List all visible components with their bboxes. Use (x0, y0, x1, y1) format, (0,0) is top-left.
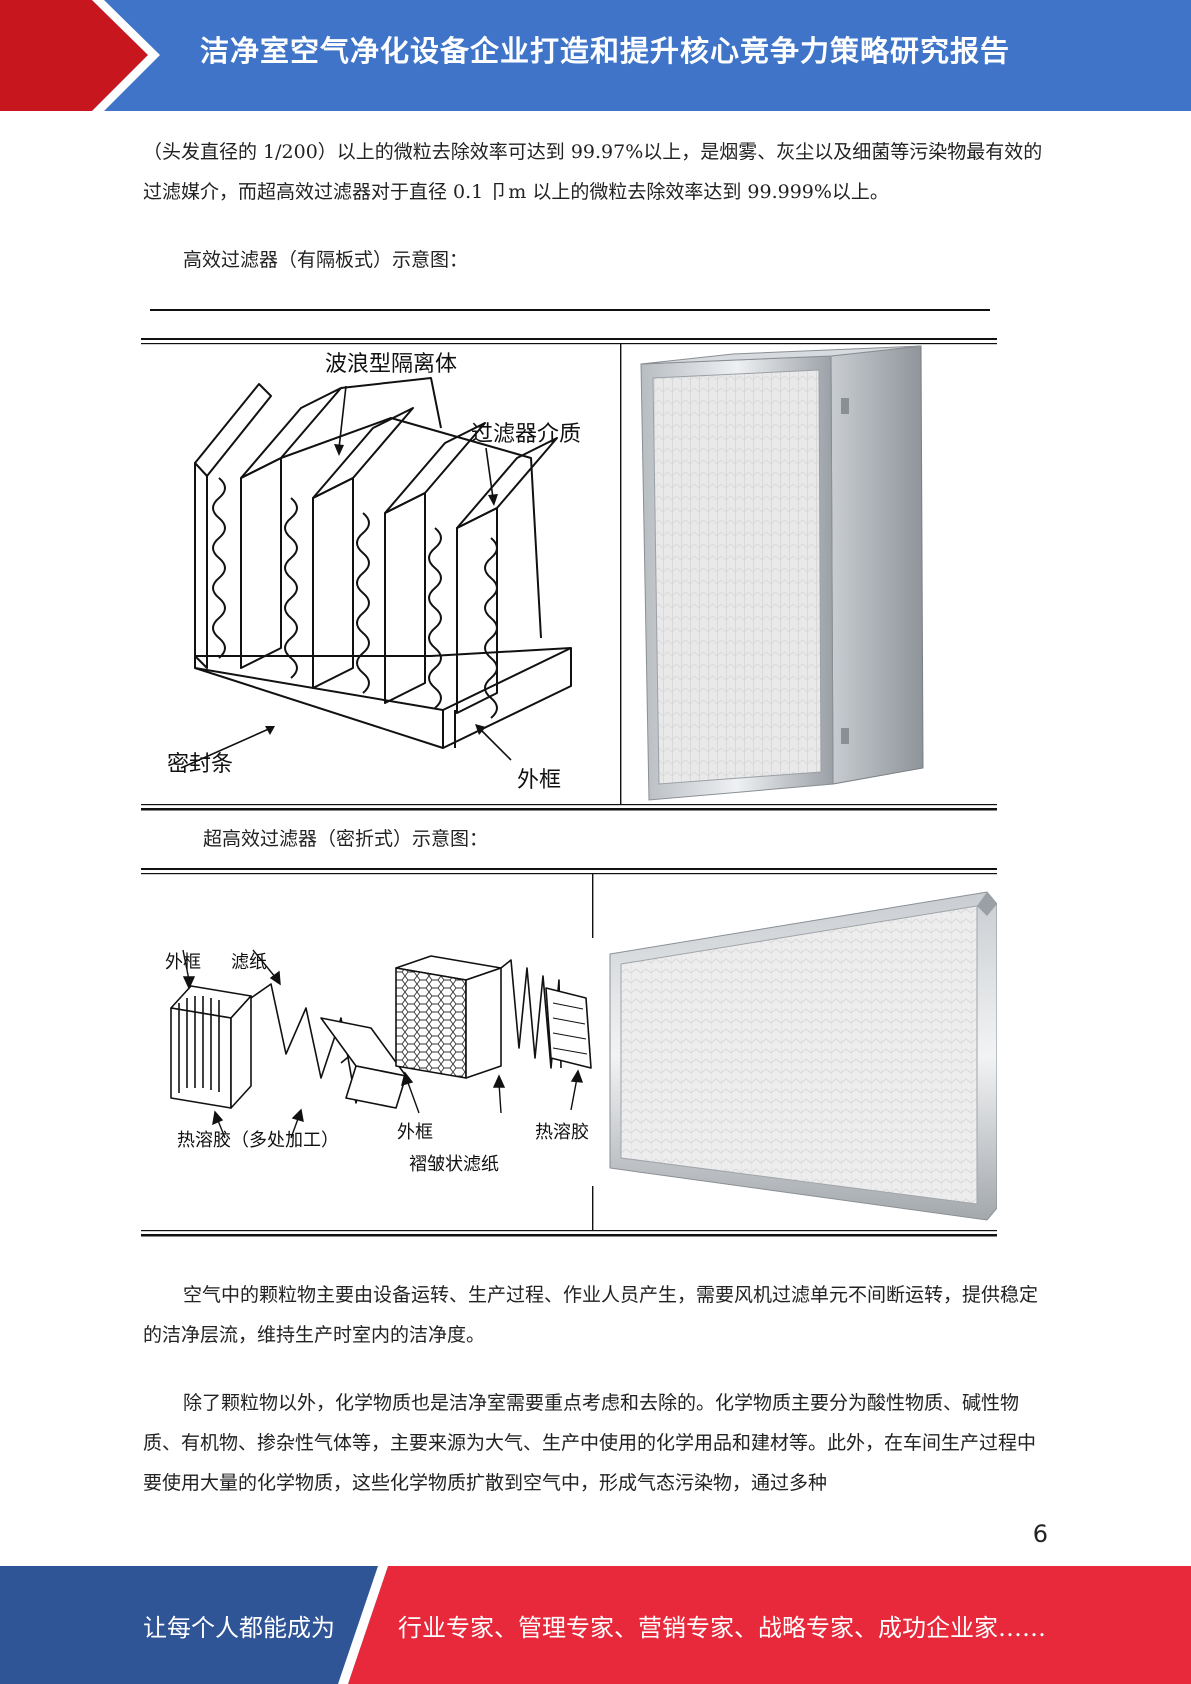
page-number: 6 (1032, 1520, 1048, 1548)
label-outer-frame: 外框 (517, 768, 562, 793)
label-seal-strip: 密封条 (167, 752, 234, 777)
label-outer-frame-a: 外框 (165, 952, 201, 973)
figure2-drawing (141, 868, 997, 1237)
filter-photo-box (640, 345, 924, 801)
report-title: 洁净室空气净化设备企业打造和提升核心竞争力策略研究报告 (200, 34, 1011, 68)
figure1-drawing (141, 338, 997, 811)
figure2-caption: 超高效过滤器（密折式）示意图： (203, 828, 489, 850)
footer-slogan-left: 让每个人都能成为 (143, 1614, 335, 1642)
paragraph-chemical-substances: 除了颗粒物以外，化学物质也是洁净室需要重点考虑和去除的。化学物质主要分为酸性物质… (143, 1392, 1037, 1494)
label-outer-frame-b: 外框 (397, 1122, 433, 1143)
figure1-caption: 高效过滤器（有隔板式）示意图： (183, 249, 469, 271)
label-pleated-filter-paper: 褶皱状滤纸 (409, 1154, 499, 1175)
footer-background (0, 1566, 1191, 1684)
figure2-mini-pleat-filter: 外框 滤纸 热溶胶（多处加工） 外框 热溶胶 褶皱状滤纸 (141, 868, 997, 1238)
label-filter-media: 过滤器介质 (471, 422, 582, 447)
label-corrugated-separator: 波浪型隔离体 (325, 352, 458, 377)
divider-line (150, 309, 990, 311)
page-footer: 让每个人都能成为 行业专家、管理专家、营销专家、战略专家、成功企业家…… (0, 1566, 1191, 1684)
figure1-separator-filter: 波浪型隔离体 过滤器介质 密封条 外框 (141, 338, 997, 811)
label-filter-paper: 滤纸 (231, 952, 267, 973)
header-chevron-decoration (0, 0, 160, 111)
mini-pleat-filter-photo (609, 891, 997, 1221)
page-header: 洁净室空气净化设备企业打造和提升核心竞争力策略研究报告 (0, 0, 1191, 111)
footer-slogan-right: 行业专家、管理专家、营销专家、战略专家、成功企业家…… (398, 1614, 1046, 1642)
paragraph-filter-efficiency: （头发直径的 1/200）以上的微粒去除效率可达到 99.97%以上，是烟雾、灰… (143, 141, 1043, 203)
paragraph-particulate-sources: 空气中的颗粒物主要由设备运转、生产过程、作业人员产生，需要风机过滤单元不间断运转… (143, 1284, 1039, 1346)
label-hot-melt-glue: 热溶胶 (535, 1122, 589, 1143)
label-hot-melt-glue-multi: 热溶胶（多处加工） (177, 1130, 339, 1151)
